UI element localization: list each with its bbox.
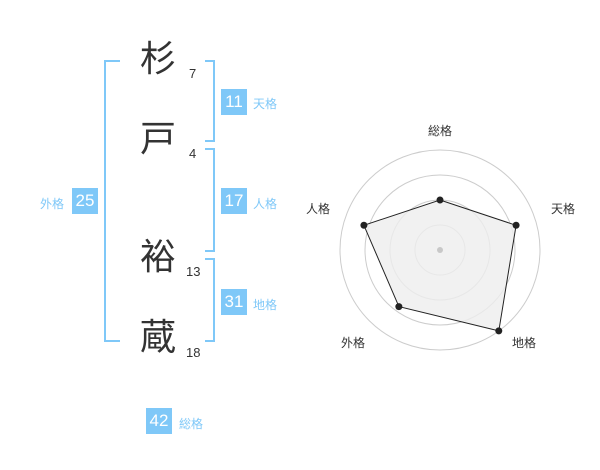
name-char-3: 裕 — [140, 237, 177, 278]
stroke-count-3: 13 — [186, 264, 201, 279]
stroke-count-2: 4 — [189, 146, 197, 161]
name-char-2: 戸 — [140, 119, 177, 160]
radar-area — [363, 199, 517, 332]
name-char-4: 蔵 — [140, 317, 177, 358]
name-char-1: 杉 — [140, 39, 177, 80]
radar-center-dot — [437, 247, 443, 253]
soukaku-value: 42 — [146, 408, 172, 434]
chikaku-label: 地格 — [253, 298, 278, 312]
jinkaku-label: 人格 — [253, 197, 278, 211]
radar-axis-label-tenkaku: 天格 — [551, 201, 575, 216]
radar-axis-label-gaikaku: 外格 — [341, 335, 365, 350]
radar-point-1 — [512, 221, 520, 229]
gaikaku-value: 25 — [72, 188, 98, 214]
radar-point-0 — [436, 196, 444, 204]
radar-axis-label-jinkaku: 人格 — [306, 201, 330, 216]
tenkaku-label: 天格 — [253, 97, 278, 111]
radar-point-2 — [495, 327, 503, 335]
soukaku-label: 総格 — [179, 417, 204, 431]
jinkaku-bracket — [205, 148, 215, 252]
jinkaku-value: 17 — [221, 188, 247, 214]
radar-grid-ring — [364, 174, 516, 326]
chikaku-bracket — [205, 258, 215, 342]
gaikaku-bracket — [104, 60, 120, 342]
chikaku-value: 31 — [221, 289, 247, 315]
stroke-count-4: 18 — [186, 345, 201, 360]
radar-point-3 — [395, 303, 403, 311]
radar-axis-label-soukaku: 総格 — [428, 123, 452, 138]
radar-axis-label-chikaku: 地格 — [512, 335, 536, 350]
radar-point-4 — [360, 221, 368, 229]
gaikaku-label: 外格 — [40, 197, 65, 211]
stroke-count-1: 7 — [189, 66, 197, 81]
radar-grid-ring — [339, 149, 541, 351]
tenkaku-bracket — [205, 60, 215, 142]
tenkaku-value: 11 — [221, 89, 247, 115]
